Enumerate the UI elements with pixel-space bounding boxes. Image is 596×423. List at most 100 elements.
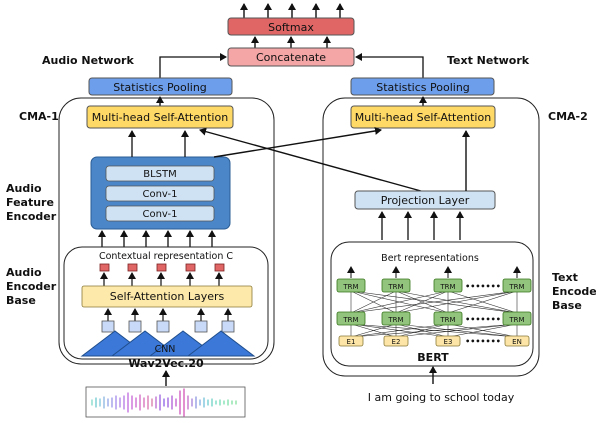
cma1-label: CMA-1 [19, 110, 59, 123]
bert-label: BERT [417, 351, 449, 364]
embedding-e1-label: E1 [347, 338, 356, 346]
context-vector-1 [99, 263, 110, 272]
trm-lower-1-label: TRM [342, 316, 358, 324]
waveform-icon-frame [85, 386, 246, 418]
trm-upper-2-label: TRM [387, 283, 403, 291]
trm-upper-2 [381, 278, 411, 293]
concatenate-label: Concatenate [256, 51, 326, 64]
conv1-box-bottom [105, 205, 215, 222]
cnn-kernel-4 [186, 330, 256, 357]
cnn-feature-2 [128, 320, 142, 333]
cma2-container [322, 97, 540, 377]
trm-upper-3-label: TRM [439, 283, 455, 291]
embedding-dots: ••••••• [465, 337, 501, 346]
context-vector-5 [214, 263, 225, 272]
trm-output-arrows [347, 266, 521, 278]
trm-upper-4-label: TRM [508, 283, 524, 291]
text-encoder-base-label-2: Encoder [552, 285, 596, 298]
audio-stats-pooling-box [88, 77, 233, 96]
input-sentence: I am going to school today [368, 391, 515, 404]
trm-lower-dots: ••••••• [465, 315, 501, 324]
text-encoder-base-label-1: Text [552, 271, 578, 284]
cma2-label: CMA-2 [548, 110, 588, 123]
trm-lower-4-label: TRM [508, 316, 524, 324]
trm-lower-2 [381, 311, 411, 326]
contextual-red-squares [99, 263, 225, 272]
audio-network-title: Audio Network [42, 54, 134, 67]
cma1-container [58, 97, 275, 365]
bert-representations-label: Bert representations [381, 253, 479, 264]
trm-lower-3 [433, 311, 463, 326]
embedding-e3-label: E3 [444, 338, 453, 346]
embedding-row [338, 335, 530, 347]
projection-layer-label: Projection Layer [381, 194, 470, 207]
trm-row-upper [336, 278, 532, 293]
cnn-label: CNN [155, 344, 176, 355]
audio-feature-encoder-label-3: Encoder [6, 210, 57, 223]
conv1-label-top: Conv-1 [142, 189, 177, 200]
cnn-feature-boxes [101, 320, 235, 333]
trm-lower-2-label: TRM [387, 316, 403, 324]
audio-encoder-base-container [63, 246, 269, 360]
context-vector-2 [127, 263, 138, 272]
trm-upper-4 [502, 278, 532, 293]
contextual-representation-label: Contextual representation C [99, 251, 233, 262]
text-encoder-base-label-3: Base [552, 299, 582, 312]
audio-encoder-base-label-1: Audio [6, 266, 42, 279]
cnn-feature-3 [156, 320, 170, 333]
encoder-to-mhsa-arrows-audio [128, 130, 189, 157]
bert-to-projection-arrows [378, 211, 464, 240]
cnn-feature-4 [194, 320, 208, 333]
embedding-e2 [383, 335, 409, 347]
text-network-title: Text Network [447, 54, 530, 67]
softmax-label: Softmax [268, 21, 314, 34]
bert-connections [350, 290, 518, 338]
attention-to-context-arrows [100, 272, 223, 286]
cnn-triangles [80, 330, 256, 357]
audio-mhsa-box [86, 105, 234, 129]
context-vector-4 [185, 263, 196, 272]
audio-mhsa-label: Multi-head Self-Attention [92, 111, 228, 124]
text-mhsa-box [350, 105, 496, 129]
self-attention-layers-label: Self-Attention Layers [110, 290, 225, 303]
trm-lower-4 [502, 311, 532, 326]
embedding-en-label: EN [512, 338, 522, 346]
context-vector-3 [156, 263, 167, 272]
trm-upper-1-label: TRM [342, 283, 358, 291]
cnn-to-attention-arrows [104, 308, 232, 321]
projection-layer-box [354, 190, 496, 210]
waveform-icon [91, 388, 237, 417]
trm-upper-3 [433, 278, 463, 293]
concatenate-box [227, 47, 355, 67]
wav2vec-label: Wav2Vec.20 [128, 357, 204, 370]
audio-encoder-base-label-2: Encoder [6, 280, 57, 293]
text-stats-pooling-box [350, 77, 495, 96]
audio-stats-pooling-label: Statistics Pooling [113, 81, 207, 94]
audio-encoder-base-label-3: Base [6, 294, 36, 307]
self-attention-layers-box [81, 285, 253, 308]
audio-feature-encoder-label-2: Feature [6, 196, 54, 209]
trm-upper-1 [336, 278, 366, 293]
pooling-to-concat-lines [159, 53, 424, 78]
cnn-feature-5 [221, 320, 235, 333]
embedding-e2-label: E2 [392, 338, 401, 346]
softmax-box [227, 17, 355, 36]
contextual-to-encoder-arrows [98, 230, 216, 247]
text-stats-pooling-label: Statistics Pooling [376, 81, 470, 94]
cross-modal-arrows [199, 127, 422, 192]
blstm-label: BLSTM [143, 169, 177, 180]
conv1-label-bottom: Conv-1 [142, 209, 177, 220]
text-mhsa-label: Multi-head Self-Attention [355, 111, 491, 124]
output-arrows [240, 3, 344, 18]
cnn-feature-1 [101, 320, 115, 333]
audio-feature-encoder-label-1: Audio [6, 182, 42, 195]
embedding-e1 [338, 335, 364, 347]
trm-upper-dots: ••••••• [465, 282, 501, 291]
embedding-e3 [435, 335, 461, 347]
blstm-box [105, 165, 215, 182]
trm-lower-1 [336, 311, 366, 326]
concat-arrows [251, 36, 331, 48]
trm-lower-3-label: TRM [439, 316, 455, 324]
trm-row-lower [336, 311, 532, 326]
